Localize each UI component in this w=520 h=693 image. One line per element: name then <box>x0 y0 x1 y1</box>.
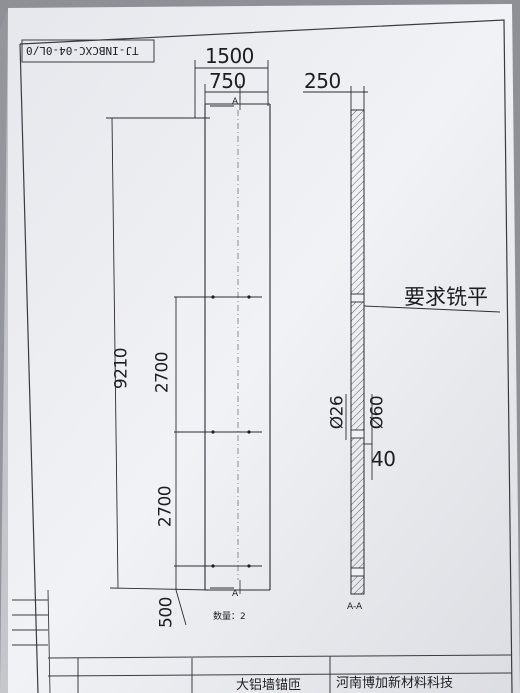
dim-thickness: 250 <box>304 69 341 93</box>
hole <box>247 295 251 299</box>
dim-width-total: 1500 <box>205 44 254 68</box>
hole <box>211 430 215 434</box>
section-view <box>350 109 365 595</box>
front-view <box>174 96 271 594</box>
section-slot-mid <box>350 429 365 439</box>
company-name: 河南博加新材料科技 <box>336 676 454 691</box>
section-dimensions <box>303 86 501 480</box>
section-mark-top: A <box>232 97 239 107</box>
title-block <box>47 654 513 693</box>
section-mark-bottom: A <box>232 589 239 599</box>
dim-hole-diameter: Ø26 <box>327 395 348 430</box>
dim-segment-top: 2700 <box>152 351 173 394</box>
bolt-holes <box>211 295 251 568</box>
dim-offset: 40 <box>371 447 396 471</box>
milling-note: 要求铣平 <box>404 285 488 309</box>
section-label: A-A <box>347 602 363 612</box>
paper <box>0 4 520 693</box>
code-box <box>21 39 155 63</box>
section-arrows <box>210 105 234 589</box>
drawing-code: TJ-INBCXC-04-0L/0 <box>26 44 139 57</box>
dim-width-half: 750 <box>209 69 246 93</box>
hole <box>211 295 215 299</box>
dim-segment-mid: 2700 <box>155 485 176 528</box>
section-slot-top <box>350 293 365 303</box>
dim-segment-bottom: 500 <box>156 597 177 628</box>
width-dimensions <box>194 60 269 118</box>
hole <box>247 430 251 434</box>
hole <box>247 564 251 568</box>
section-slot-bot <box>350 567 365 577</box>
hole <box>211 564 215 568</box>
part-name: 大铝墙锚匝 <box>236 678 302 693</box>
sheet-border <box>19 19 513 693</box>
dim-height-total: 9210 <box>111 347 132 390</box>
dim-outer-diameter: Ø60 <box>367 395 388 430</box>
sheet-border-left <box>19 43 39 693</box>
height-dimensions <box>106 117 211 626</box>
paper-shadow-edge <box>0 8 8 693</box>
quantity-note: 数量：2 <box>213 612 246 622</box>
section-body <box>350 109 365 595</box>
